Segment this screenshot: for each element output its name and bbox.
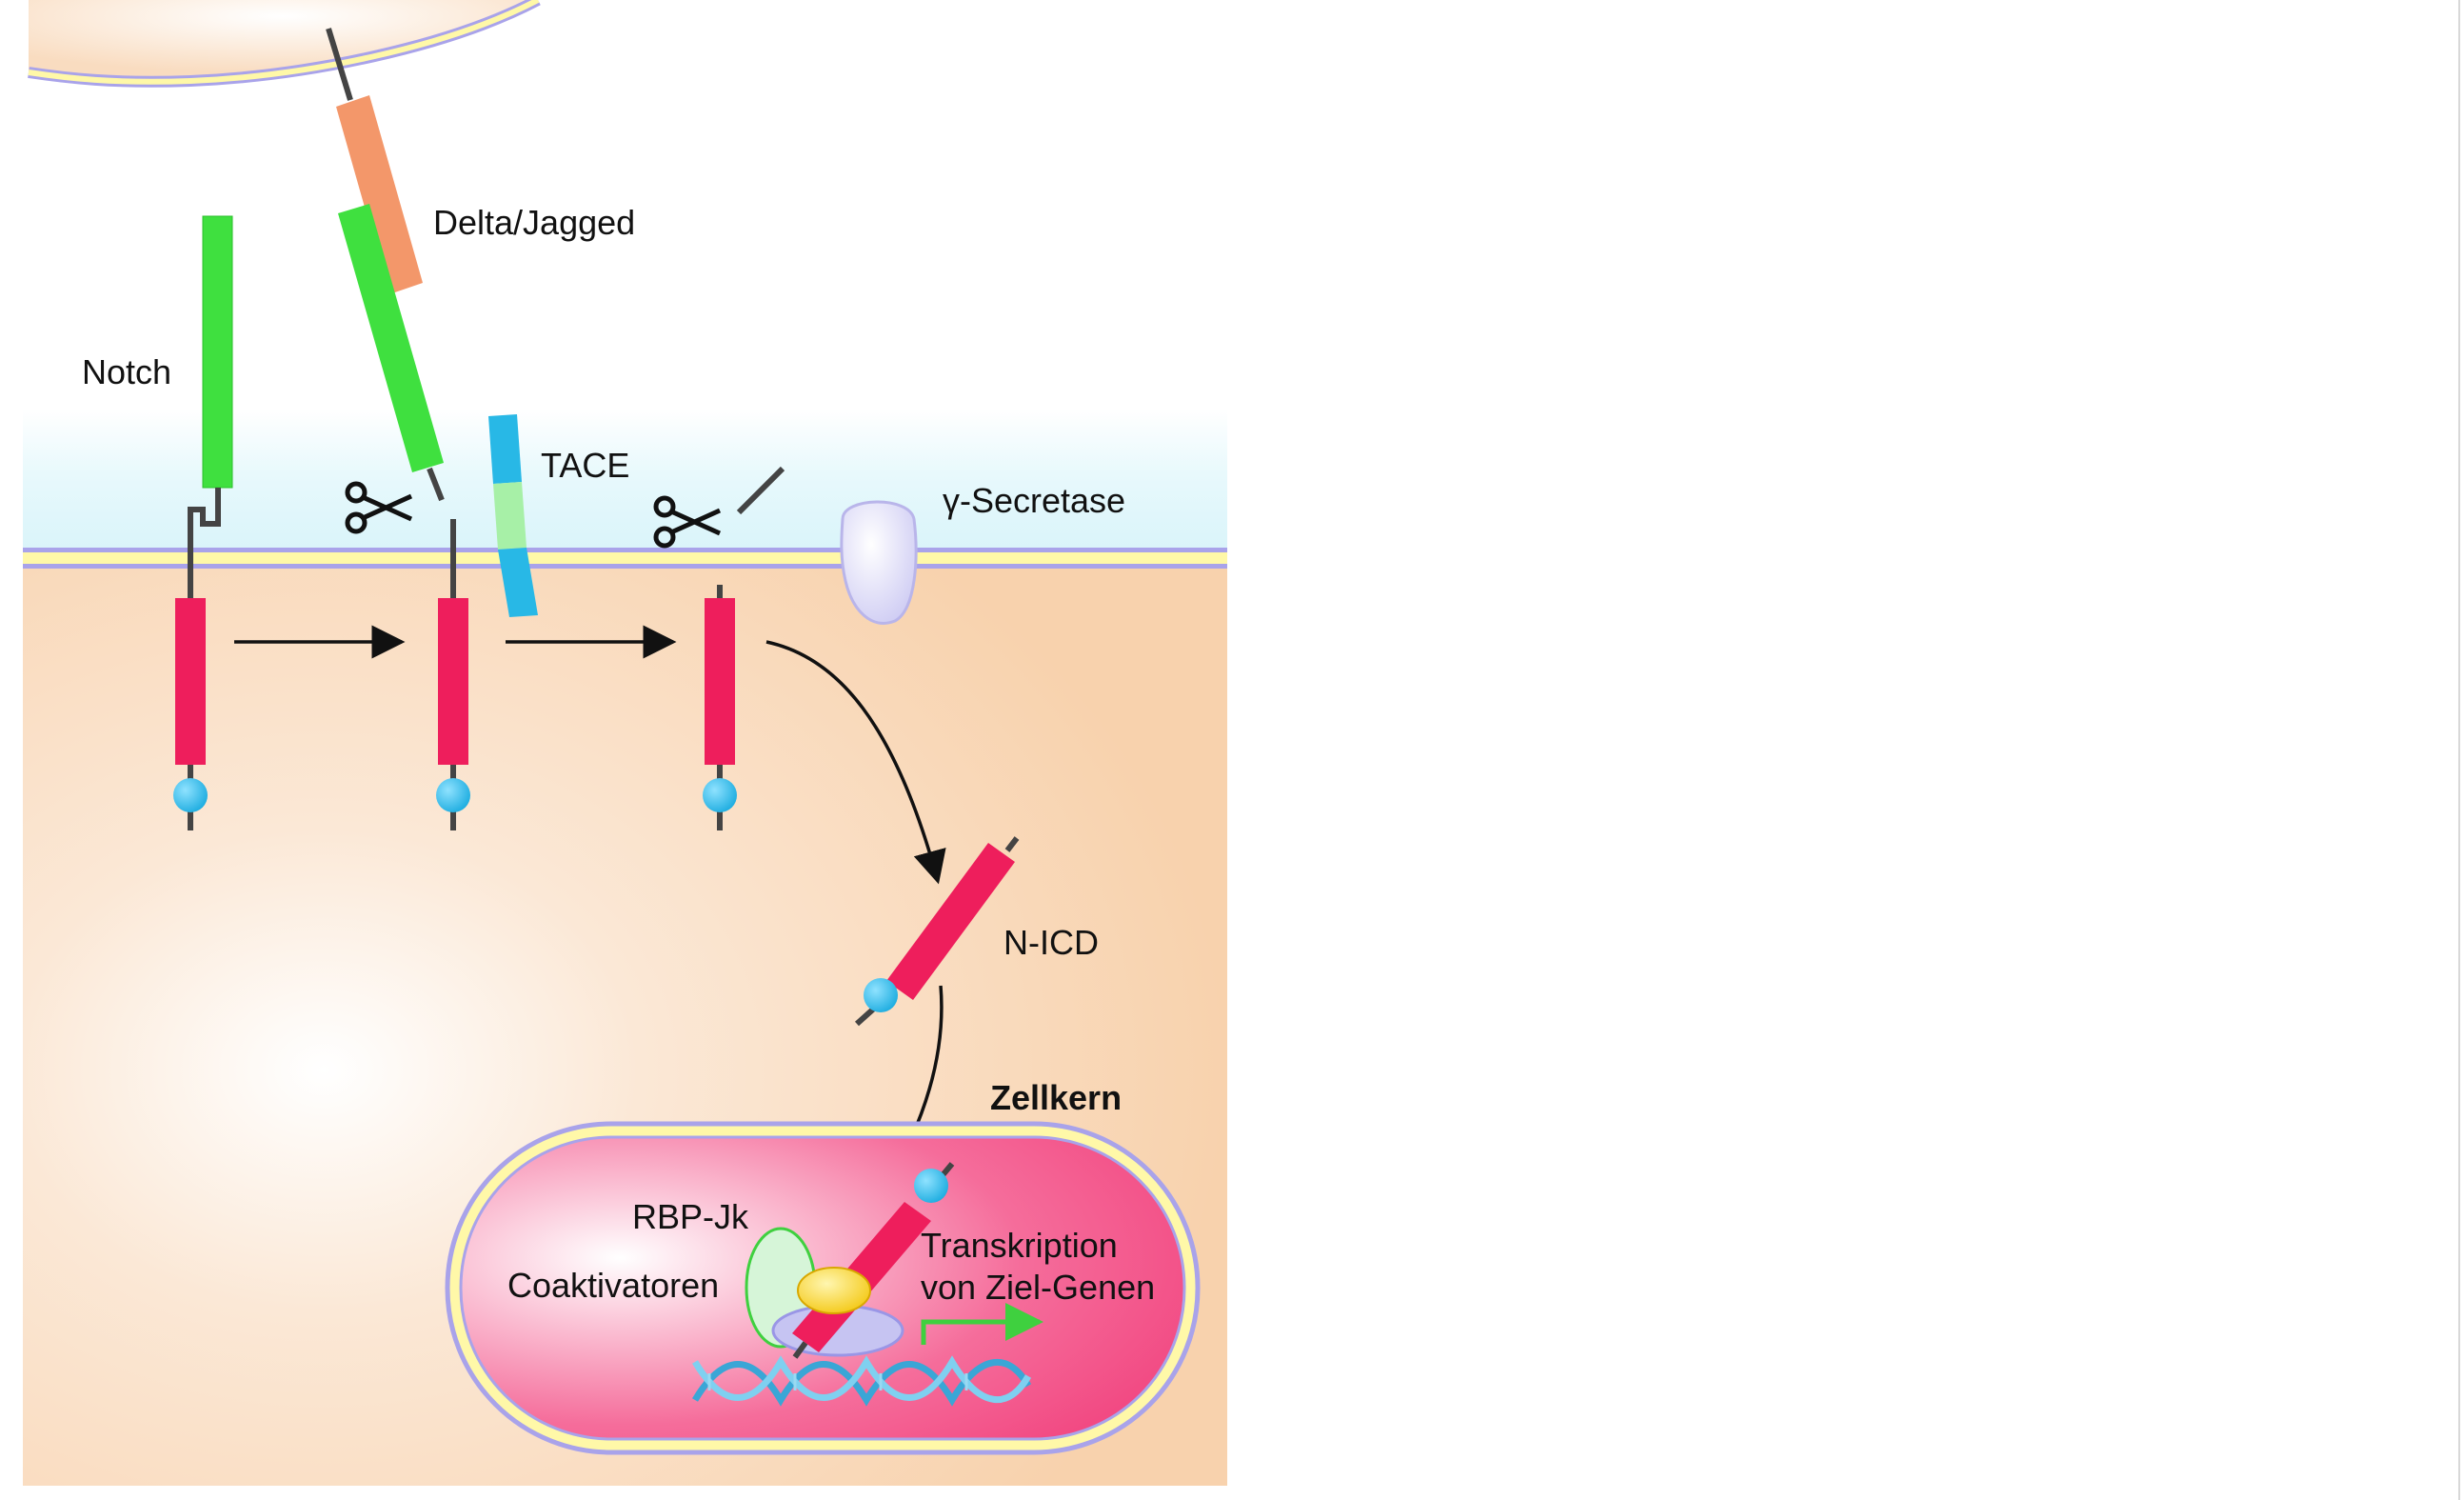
page-edge-divider [2458, 0, 2460, 1500]
label-coaktivatoren: Coaktivatoren [507, 1266, 719, 1305]
notch-receptor-bound [338, 204, 470, 830]
notch-receptor-full [173, 215, 233, 830]
label-nicd: N-ICD [1003, 923, 1099, 962]
tace-enzyme [488, 414, 538, 617]
gamma-secretase-complex [840, 500, 918, 625]
label-transkription-line2: von Ziel-Genen [921, 1268, 1155, 1307]
label-gamma-secretase: γ-Secretase [943, 481, 1125, 520]
release-arrow [765, 640, 946, 885]
label-delta-jagged: Delta/Jagged [433, 203, 635, 242]
transcription-start-arrow [921, 1303, 1043, 1345]
dna-helix [691, 1355, 1032, 1407]
label-zellkern: Zellkern [990, 1078, 1122, 1117]
label-notch: Notch [82, 352, 171, 391]
transcription-complex [745, 1162, 955, 1359]
scissors-icon [653, 495, 722, 549]
sending-cell [28, 0, 541, 88]
label-transkription-line1: Transkription [921, 1226, 1118, 1265]
label-tace: TACE [541, 446, 629, 485]
label-rbp-jk: RBP-Jk [632, 1197, 749, 1236]
delta-jagged-ligand [326, 28, 423, 294]
scissors-icon [345, 481, 413, 534]
nicd-fragment [854, 836, 1020, 1027]
notch-receptor-remnant [703, 466, 785, 830]
plasma-membrane [23, 548, 1227, 569]
